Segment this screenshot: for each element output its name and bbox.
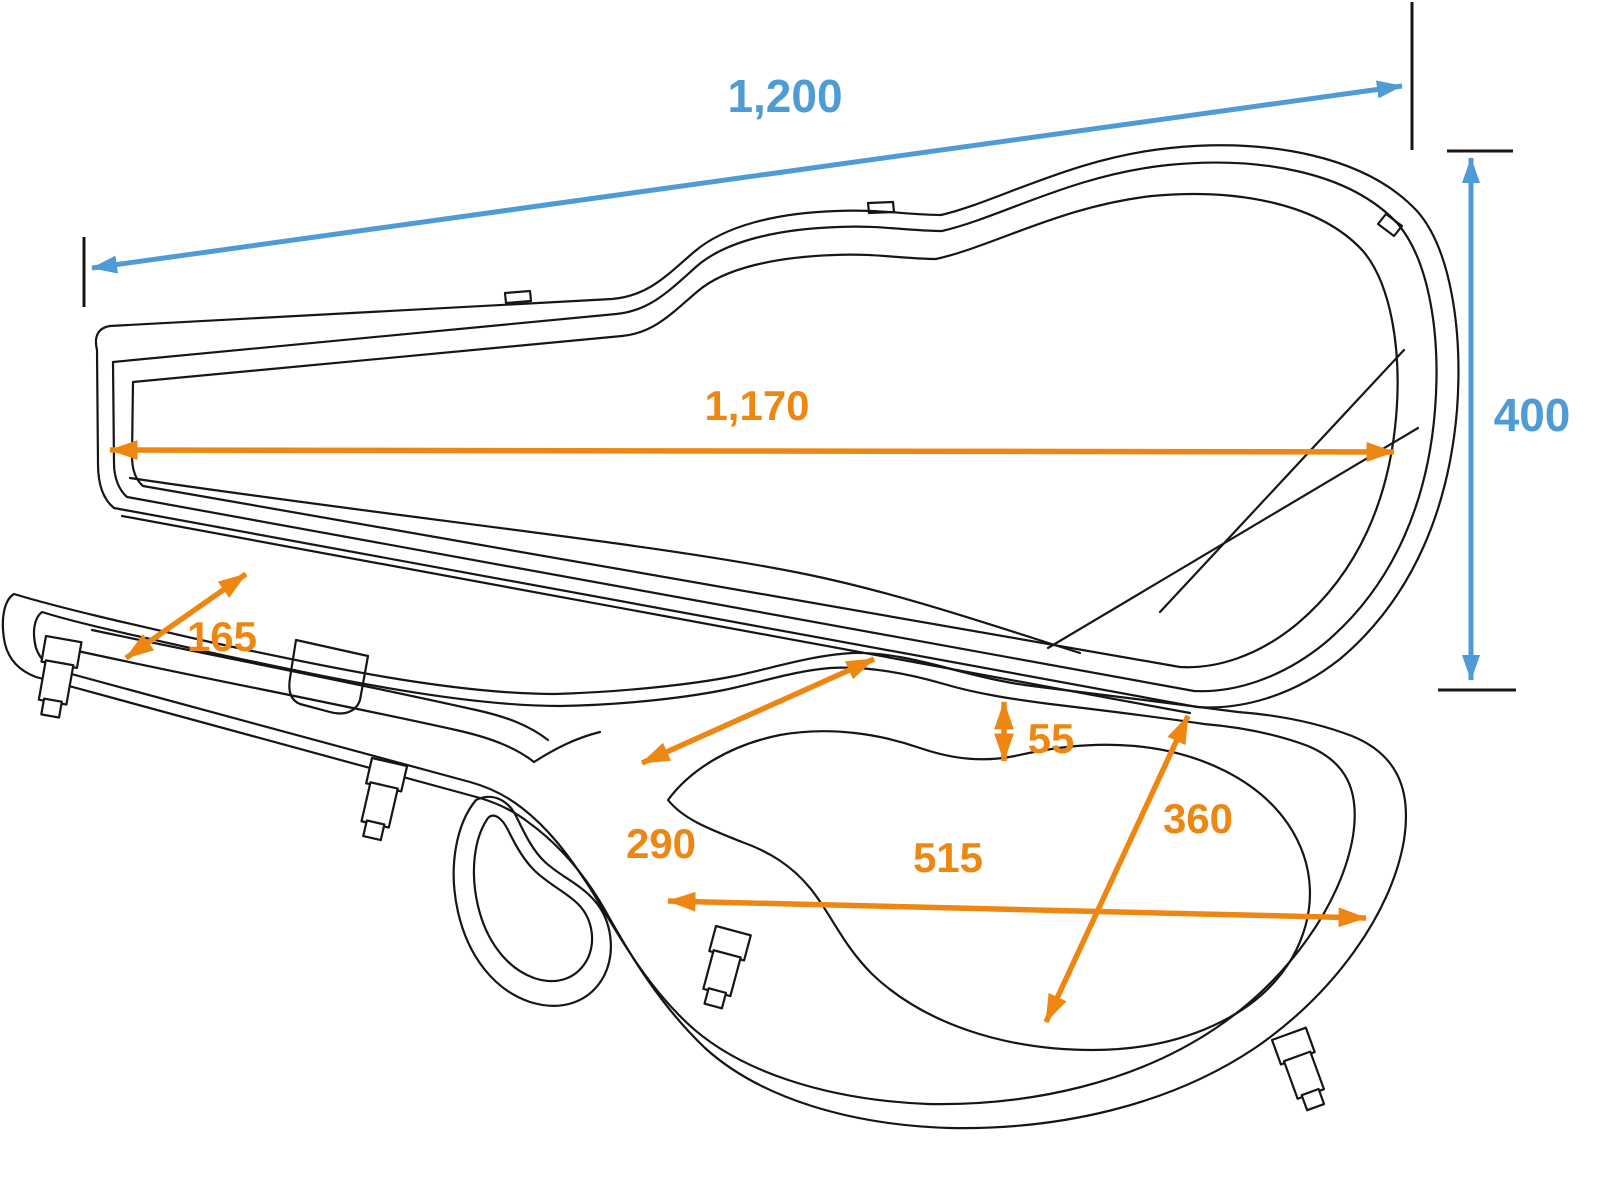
case-base [1, 592, 1408, 1130]
lid-hinge-line [120, 514, 1192, 715]
dim-165-label: 165 [187, 613, 257, 660]
lid-latch-tab-1 [503, 289, 533, 305]
dimension-overall-length: 1,200 [82, 2, 1414, 307]
dimension-upper-bout: 290 [626, 656, 876, 867]
dim-360-arrow [1043, 714, 1191, 1024]
dim-400-label: 400 [1494, 389, 1571, 441]
lid-interior-recess [130, 192, 1399, 669]
dim-55-label: 55 [1028, 715, 1075, 762]
base-outer-outline [1, 592, 1408, 1130]
dimension-interior-length: 1,170 [108, 382, 1396, 462]
lid-neck-channel-line [128, 476, 1082, 655]
dimension-body-length: 515 [666, 834, 1368, 928]
dim-1170-label: 1,170 [704, 382, 809, 429]
dimension-lower-bout: 360 [1043, 714, 1233, 1024]
lid-mold-line-1 [1046, 426, 1420, 650]
carry-handle [452, 795, 612, 1007]
dimension-neck-width: 165 [124, 571, 257, 661]
handle-outer [452, 795, 612, 1007]
base-neck-channel-line-1 [62, 646, 536, 764]
latch-2-foot [362, 819, 386, 842]
handle-inner [472, 814, 594, 983]
dim-1200-arrow [91, 80, 1403, 274]
dim-1200-label: 1,200 [727, 70, 842, 122]
dim-165-arrow [124, 571, 248, 661]
base-cavity-outline [666, 730, 1312, 1052]
dim-290-arrow [640, 656, 876, 766]
dim-515-arrow [666, 891, 1368, 928]
latch-1-foot [40, 697, 63, 719]
latch-4-foot [1300, 1087, 1326, 1112]
dim-1170-arrow [108, 440, 1396, 462]
latch-4 [1270, 1026, 1326, 1112]
dimension-case-height: 400 [1438, 149, 1571, 692]
dim-515-label: 515 [913, 834, 983, 881]
dim-290-label: 290 [626, 820, 696, 867]
base-neck-channel-line-2 [90, 628, 550, 742]
base-neck-support-block [288, 638, 370, 715]
latch-2 [360, 756, 409, 842]
case-lid [94, 144, 1460, 715]
latch-3-foot [703, 987, 728, 1010]
latch-1 [37, 634, 83, 719]
dimension-waist-step: 55 [994, 700, 1075, 763]
lid-mold-line-2 [1158, 348, 1406, 614]
dim-360-label: 360 [1163, 795, 1233, 842]
base-inner-rim [32, 610, 1356, 1106]
base-neck-ledge-line [532, 730, 602, 764]
latch-3 [702, 924, 752, 1010]
